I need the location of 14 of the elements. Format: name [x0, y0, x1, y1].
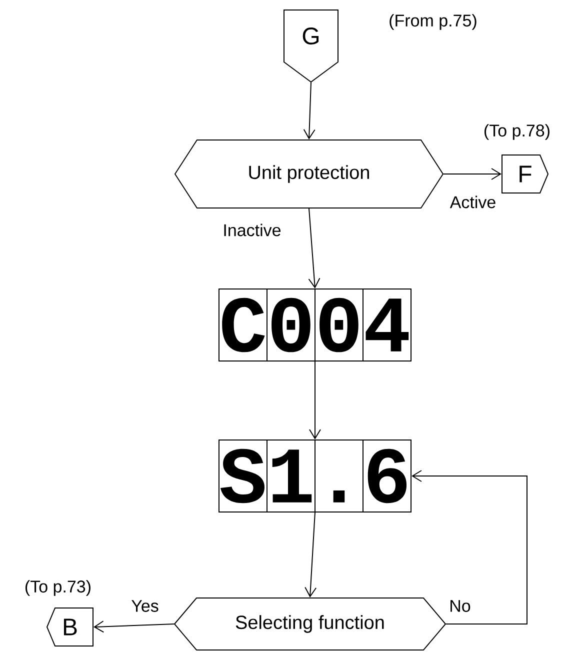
arrow	[443, 168, 502, 180]
arrow	[303, 82, 316, 140]
arrow	[304, 512, 317, 598]
page-reference: (To p.73)	[26, 580, 90, 596]
arrow	[412, 470, 528, 624]
edge-label: No	[448, 599, 472, 613]
arrow	[308, 208, 320, 288]
page-reference: (From p.75)	[390, 14, 476, 30]
edge-label: Active	[448, 194, 498, 210]
page-reference: (To p.78)	[484, 124, 550, 140]
edge-label: Inactive	[222, 222, 282, 238]
arrow	[309, 361, 321, 440]
arrow	[94, 620, 174, 633]
edge-label: Yes	[130, 599, 160, 613]
